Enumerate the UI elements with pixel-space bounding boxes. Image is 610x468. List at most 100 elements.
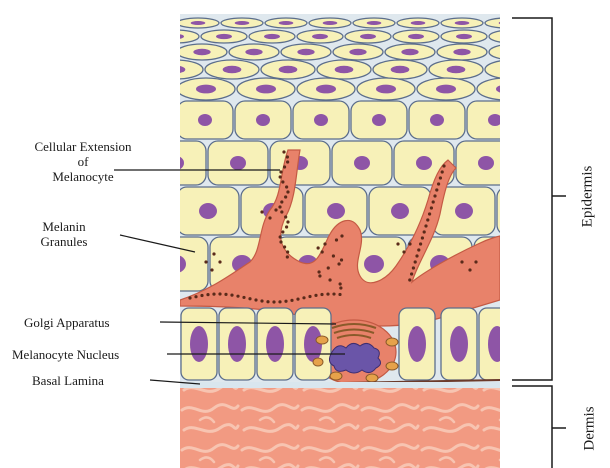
flat-cell-nucleus [245, 49, 262, 55]
melanin-granule [285, 185, 288, 188]
flat-cell-nucleus [408, 34, 424, 39]
melanin-granule [339, 286, 342, 289]
keratinocyte-nucleus [314, 114, 328, 126]
melanin-granule [218, 292, 221, 295]
melanin-granule [206, 293, 209, 296]
label-melanocyte-nucleus: Melanocyte Nucleus [12, 347, 119, 362]
melanin-granule [290, 299, 293, 302]
label-cellular-extension: Cellular Extension of Melanocyte [8, 139, 158, 184]
flat-cell-nucleus [453, 49, 470, 55]
melanin-granule [426, 218, 429, 221]
flat-cell [153, 30, 199, 43]
melanin-granule [254, 298, 257, 301]
melanin-granule [437, 182, 440, 185]
melanin-granule [282, 150, 285, 153]
region-brackets [512, 18, 566, 468]
melanin-granule [218, 260, 221, 263]
flat-cell [485, 18, 527, 28]
melanin-granule [286, 220, 289, 223]
melanin-granule [340, 234, 343, 237]
flat-cell-nucleus [401, 49, 418, 55]
melanin-granule [285, 225, 288, 228]
basal-cell-nucleus [190, 326, 208, 362]
melanin-granule [408, 242, 411, 245]
flat-cell-nucleus [168, 34, 184, 39]
keratinocyte-nucleus [478, 156, 494, 170]
basal-cell-nucleus [266, 326, 284, 362]
keratinocyte-nucleus [168, 156, 184, 170]
flat-cell-nucleus [223, 66, 242, 74]
melanin-granule [212, 293, 215, 296]
melanin-granule [326, 292, 329, 295]
melanin-granule [460, 260, 463, 263]
label-basal-lamina: Basal Lamina [32, 373, 104, 388]
melanin-granule [278, 205, 281, 208]
melanin-granule [212, 252, 215, 255]
melanin-granule [268, 216, 271, 219]
keratinocyte [144, 237, 208, 291]
flat-cell-nucleus [235, 21, 250, 25]
flat-cell-nucleus [360, 34, 376, 39]
flat-cell-nucleus [504, 34, 520, 39]
flat-cell-nucleus [455, 21, 470, 25]
melanin-granule [435, 188, 438, 191]
melanin-granule [224, 293, 227, 296]
melanin-granule [332, 292, 335, 295]
keratinocyte-nucleus [354, 156, 370, 170]
melanin-granule [317, 246, 320, 249]
flat-cell-nucleus [447, 66, 466, 74]
flat-cell-nucleus [349, 49, 366, 55]
melanin-granule [439, 176, 442, 179]
melanin-granule [272, 300, 275, 303]
melanin-granule [200, 294, 203, 297]
melanin-granule [260, 299, 263, 302]
melanin-granule [318, 274, 321, 277]
melanin-granule [337, 262, 340, 265]
melanin-granule [402, 250, 405, 253]
melanin-granule [430, 206, 433, 209]
basal-cell-nucleus [408, 326, 426, 362]
melanin-granule [284, 195, 287, 198]
melanin-granule [286, 255, 289, 258]
melanin-granule [280, 210, 283, 213]
melanin-granule [274, 208, 277, 211]
flat-cell [489, 30, 535, 43]
melanin-granule [308, 295, 311, 298]
melanin-granule [468, 268, 471, 271]
melanin-granule [279, 240, 282, 243]
epidermis-bracket [512, 18, 552, 380]
flat-cell [489, 44, 539, 60]
melanin-granule [414, 260, 417, 263]
melanin-granule [432, 200, 435, 203]
melanin-granule [286, 160, 289, 163]
keratinocyte-nucleus [256, 114, 270, 126]
melanin-granule [327, 266, 330, 269]
melanin-granule [428, 212, 431, 215]
label-golgi-apparatus: Golgi Apparatus [24, 315, 110, 330]
flat-cell-nucleus [279, 66, 298, 74]
melanin-granule [442, 164, 445, 167]
tissue-block [144, 14, 559, 468]
flat-cell-nucleus [256, 85, 276, 94]
melanin-granule [283, 245, 286, 248]
flat-cell-nucleus [316, 85, 336, 94]
keratinocyte-nucleus [416, 156, 432, 170]
melanin-granule [284, 215, 287, 218]
melanin-granule [338, 293, 341, 296]
melanin-granule [340, 258, 343, 261]
flat-cell-nucleus [193, 49, 210, 55]
keratinocyte-nucleus [327, 203, 345, 219]
melanin-granule [204, 260, 207, 263]
keratinocyte-nucleus [488, 114, 502, 126]
melanin-granule [279, 170, 282, 173]
melanin-granule [335, 238, 338, 241]
flat-cell-nucleus [456, 34, 472, 39]
dermis-bracket [512, 386, 552, 468]
keratinocyte-nucleus [455, 203, 473, 219]
melanin-granule [424, 224, 427, 227]
melanin-granule [323, 242, 326, 245]
melanin-granule [260, 210, 263, 213]
label-melanin-granules: Melanin Granules [14, 219, 114, 249]
keratinocyte-nucleus [166, 255, 186, 273]
